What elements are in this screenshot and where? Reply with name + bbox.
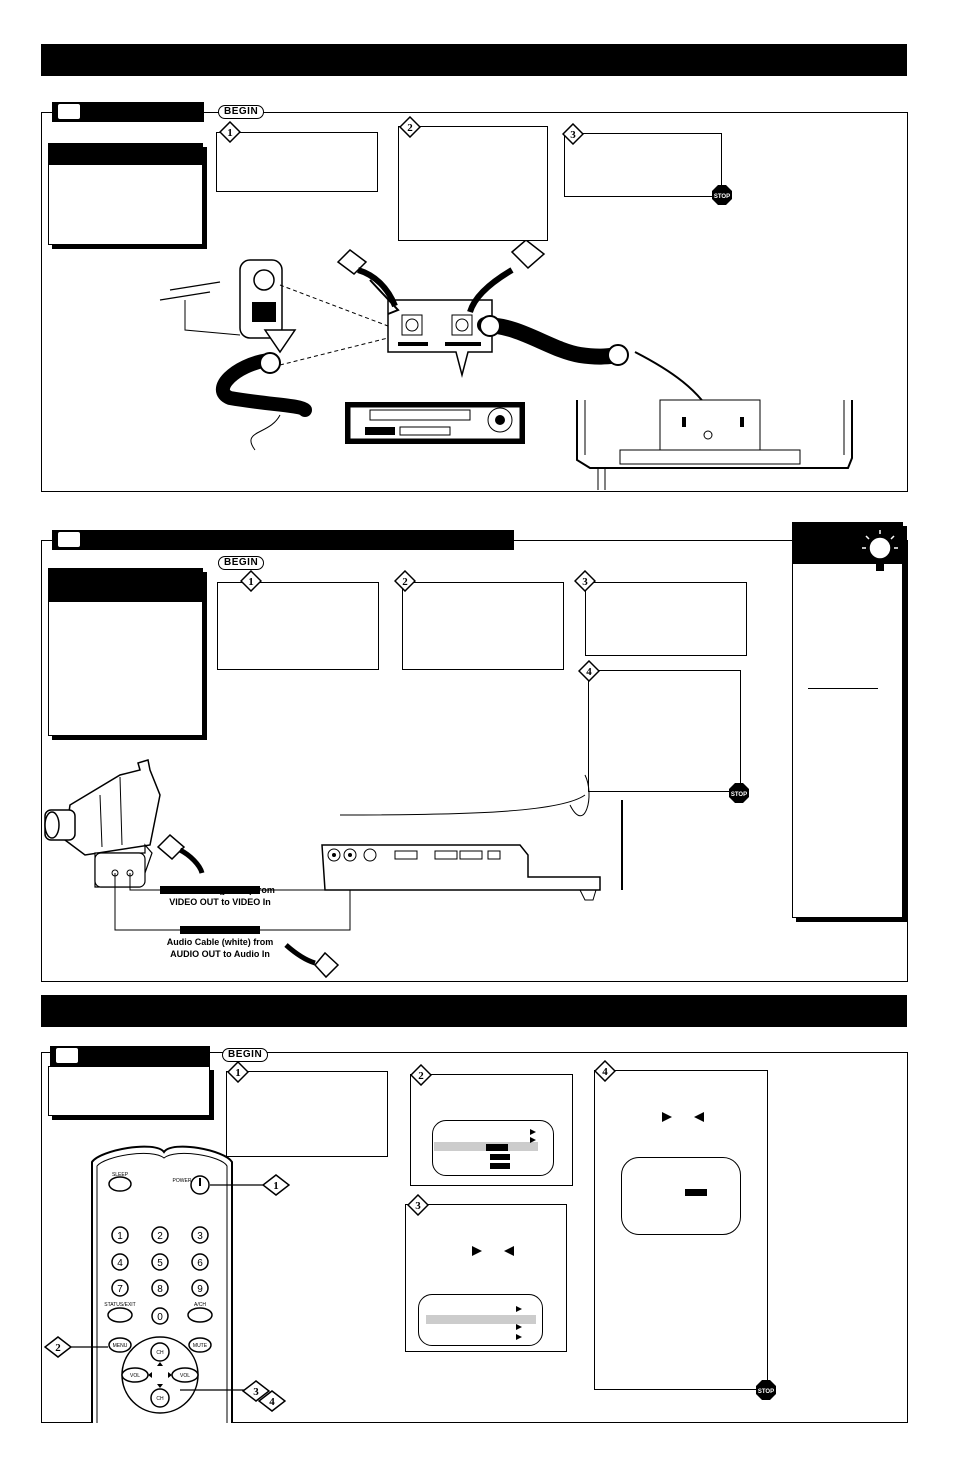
arrow-right-left-icon xyxy=(472,1246,514,1256)
svg-text:9: 9 xyxy=(197,1284,203,1295)
svg-text:4: 4 xyxy=(117,1258,123,1269)
sidebar-box-header-2 xyxy=(48,568,203,602)
tip-divider xyxy=(808,688,878,689)
svg-text:3: 3 xyxy=(582,576,588,588)
svg-text:STOP: STOP xyxy=(758,1389,774,1395)
svg-text:STATUS/EXIT: STATUS/EXIT xyxy=(104,1302,135,1308)
svg-text:1: 1 xyxy=(235,1067,241,1079)
section-header-bar-bottom xyxy=(41,995,907,1027)
step-diamond-cam-2: 2 xyxy=(394,570,416,592)
svg-text:4: 4 xyxy=(602,1066,608,1078)
step-diamond-3: 3 xyxy=(562,123,584,145)
step-box-2 xyxy=(398,126,548,241)
step-box-3 xyxy=(564,133,722,197)
svg-text:4: 4 xyxy=(586,666,592,678)
svg-text:A/CH: A/CH xyxy=(194,1302,206,1308)
begin-badge-3: BEGIN xyxy=(222,1048,269,1062)
svg-text:4: 4 xyxy=(269,1396,275,1408)
svg-text:STOP: STOP xyxy=(714,194,730,200)
svg-text:6: 6 xyxy=(197,1258,203,1269)
menu-osd-3-marks xyxy=(516,1306,522,1340)
step-diamond-2: 2 xyxy=(399,116,421,138)
svg-text:2: 2 xyxy=(55,1342,61,1354)
svg-text:3: 3 xyxy=(415,1200,421,1212)
step-diamond-remote-1: 1 xyxy=(227,1061,249,1083)
step-box-cam-2 xyxy=(402,582,564,670)
vcr-icon xyxy=(58,104,80,119)
svg-text:3: 3 xyxy=(570,129,576,141)
camcorder-hookup-illustration xyxy=(44,759,623,979)
camcorder-tab xyxy=(52,530,514,550)
svg-text:3: 3 xyxy=(253,1386,259,1398)
remote-icon xyxy=(56,1048,78,1063)
step-diamond-remote-3: 3 xyxy=(407,1194,429,1216)
step-diamond-cam-4: 4 xyxy=(578,660,600,682)
svg-text:VOL: VOL xyxy=(180,1373,190,1379)
cable-icon xyxy=(58,532,80,547)
stop-sign-icon-3: STOP xyxy=(756,1380,776,1400)
svg-text:VOL: VOL xyxy=(130,1373,140,1379)
lightbulb-icon xyxy=(862,530,898,571)
svg-text:3: 3 xyxy=(197,1231,203,1242)
svg-text:1: 1 xyxy=(248,576,254,588)
step-box-cam-4 xyxy=(588,670,741,792)
svg-text:2: 2 xyxy=(407,122,413,134)
audio-cable-caption-line2: AUDIO OUT to Audio In xyxy=(170,949,270,959)
step-diamond-remote-4: 4 xyxy=(594,1060,616,1082)
pointer-diamond-vol-4: 4 xyxy=(258,1390,286,1412)
svg-text:1: 1 xyxy=(273,1180,279,1192)
svg-text:2: 2 xyxy=(418,1070,424,1082)
audio-cable-caption: Audio Cable (white) from AUDIO OUT to Au… xyxy=(158,936,282,960)
video-cable-caption: Video Cable (yellow) from VIDEO OUT to V… xyxy=(160,884,280,908)
section-header-bar-top xyxy=(41,44,907,76)
begin-badge-2: BEGIN xyxy=(218,556,265,570)
svg-text:5: 5 xyxy=(157,1258,163,1269)
svg-text:2: 2 xyxy=(157,1231,163,1242)
svg-text:CH: CH xyxy=(156,1396,164,1402)
svg-text:2: 2 xyxy=(402,576,408,588)
remote-tab xyxy=(50,1046,210,1066)
svg-text:7: 7 xyxy=(117,1284,123,1295)
arrow-right-left-icon-2 xyxy=(662,1112,704,1122)
level-osd-4-marks xyxy=(685,1189,707,1196)
video-cable-caption-line1: Video Cable (yellow) from xyxy=(165,885,275,895)
svg-text:1: 1 xyxy=(227,127,233,139)
menu-osd-3-highlight xyxy=(426,1315,536,1324)
step-diamond-cam-1: 1 xyxy=(240,570,262,592)
tip-box xyxy=(792,522,903,918)
antenna-vcr-hookup-illustration xyxy=(159,240,853,490)
svg-text:8: 8 xyxy=(157,1284,163,1295)
svg-text:STOP: STOP xyxy=(731,792,747,798)
svg-text:CH: CH xyxy=(156,1350,164,1356)
svg-text:1: 1 xyxy=(117,1231,123,1242)
video-cable-caption-line2: VIDEO OUT to VIDEO In xyxy=(169,897,271,907)
remote-control-illustration: 1 2 3 4 5 6 7 8 9 0 SLEEP POWER STATUS/E… xyxy=(70,1145,266,1423)
audio-cable-caption-line1: Audio Cable (white) from xyxy=(166,937,274,947)
pointer-diamond-power: 1 xyxy=(262,1174,290,1196)
step-box-1 xyxy=(216,132,378,192)
menu-osd-2-marks xyxy=(486,1129,536,1169)
sidebar-box-remote xyxy=(48,1066,210,1116)
level-osd-4 xyxy=(621,1157,741,1235)
stop-sign-icon: STOP xyxy=(712,185,732,205)
antenna-hookup-panel xyxy=(41,112,908,492)
begin-badge: BEGIN xyxy=(218,105,265,119)
step-box-cam-1 xyxy=(217,582,379,670)
pointer-diamond-vol-3: 3 xyxy=(242,1380,270,1402)
sidebar-box-header xyxy=(48,143,203,165)
svg-text:0: 0 xyxy=(157,1312,163,1323)
remote-setup-panel xyxy=(41,1052,908,1423)
antenna-tab xyxy=(52,102,204,122)
svg-text:MUTE: MUTE xyxy=(193,1343,208,1349)
step-diamond-cam-3: 3 xyxy=(574,570,596,592)
step-box-cam-3 xyxy=(585,582,747,656)
step-diamond-1: 1 xyxy=(219,121,241,143)
step-box-remote-1 xyxy=(226,1071,388,1157)
svg-text:SLEEP: SLEEP xyxy=(112,1172,129,1178)
pointer-diamond-menu: 2 xyxy=(44,1336,72,1358)
svg-text:POWER: POWER xyxy=(173,1178,192,1184)
step-diamond-remote-2: 2 xyxy=(410,1064,432,1086)
svg-text:MENU: MENU xyxy=(113,1343,128,1349)
stop-sign-icon-2: STOP xyxy=(729,783,749,803)
